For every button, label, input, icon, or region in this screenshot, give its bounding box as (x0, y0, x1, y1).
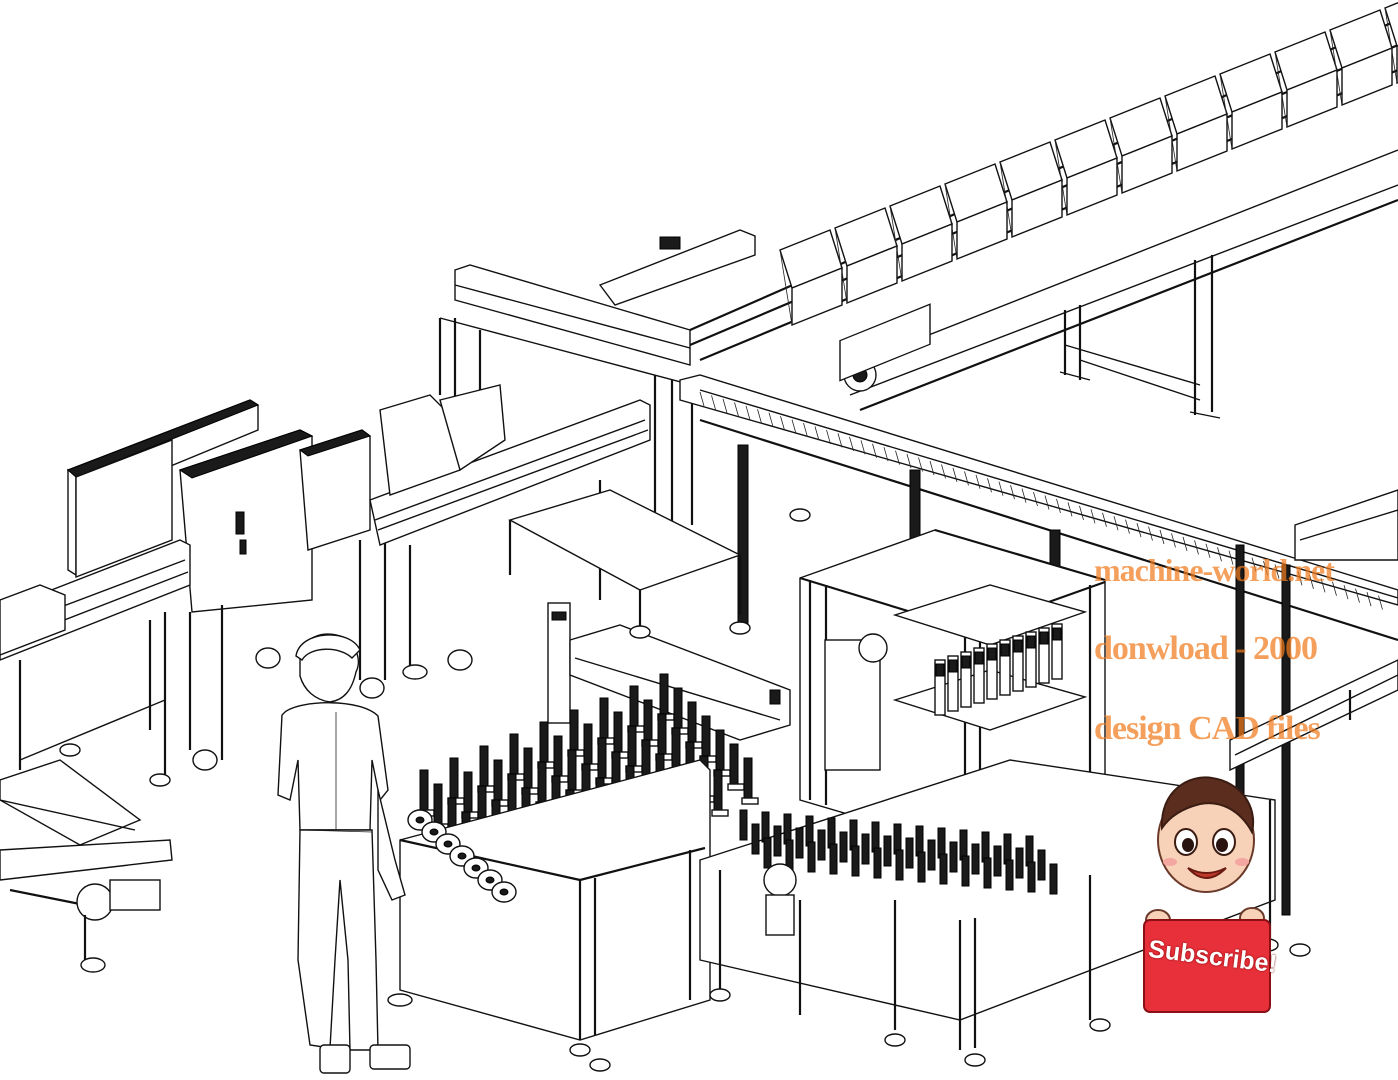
cartoon-mascot-icon[interactable] (1140, 770, 1272, 1018)
tube-rack (741, 757, 759, 805)
pick-and-place-unit (399, 602, 791, 1041)
leveling-feet (387, 508, 1111, 1072)
carton-box (1329, 9, 1393, 107)
carton-box (1274, 31, 1338, 129)
tube-rack (521, 747, 539, 795)
tube-rack (537, 721, 555, 769)
watermark-site: machine-world.net (1094, 552, 1335, 588)
tube-rack (713, 729, 731, 777)
carton-box (1054, 119, 1118, 217)
operator-figure (277, 633, 411, 1074)
tube-rack (565, 749, 583, 797)
tube-rack (595, 737, 613, 785)
carton-box (1109, 97, 1173, 195)
tube-rack (625, 725, 643, 773)
carton-box (999, 141, 1063, 239)
tube-rack (417, 769, 435, 817)
box-transfer-conveyor (369, 384, 742, 680)
carton-box (944, 163, 1008, 261)
carton-box (834, 207, 898, 305)
tube-rack (461, 771, 479, 819)
tube-filling-machine (699, 528, 1311, 1050)
tube-rack (491, 759, 509, 807)
tube-rack (711, 769, 729, 817)
tube-rack (447, 757, 465, 805)
tube-rack (477, 745, 495, 793)
tube-rack (727, 743, 745, 791)
outfeed-conveyor-left (0, 759, 173, 973)
tube-rack (597, 697, 615, 745)
carton-box (779, 229, 843, 327)
infeed-conveyor (0, 539, 191, 787)
tube-rack (655, 713, 673, 761)
upper-box-conveyor (689, 2, 1398, 419)
watermark-cad: design CAD files (1094, 710, 1321, 747)
gantry-beam (438, 229, 756, 530)
tube-rack (507, 733, 525, 781)
tube-rack (551, 735, 569, 783)
carton-box (1164, 75, 1228, 173)
carton-box (889, 185, 953, 283)
tube-rack (581, 723, 599, 771)
tube-rack (567, 709, 585, 757)
tube-rack (611, 711, 629, 759)
carton-box (1219, 53, 1283, 151)
outfeed-conveyor-right (1229, 489, 1398, 772)
case-sealer (67, 399, 387, 771)
watermark-download: donwload - 2000 (1094, 630, 1318, 667)
